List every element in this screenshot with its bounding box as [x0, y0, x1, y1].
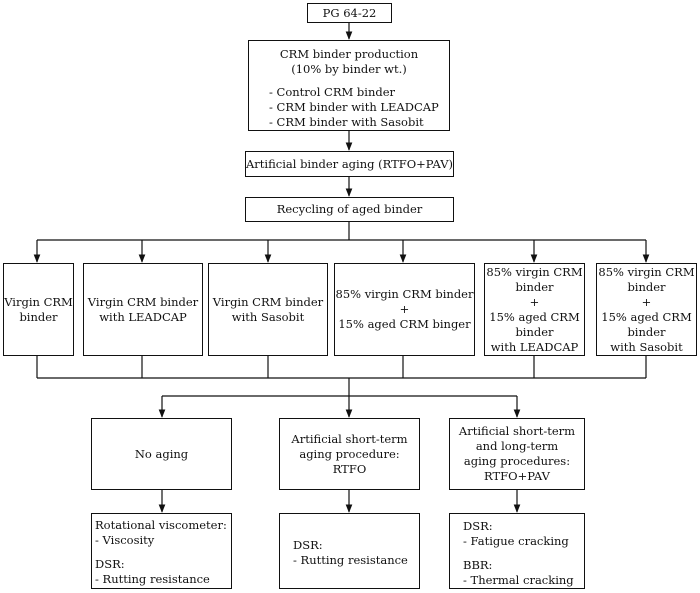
test-rutting-item: - Rutting resistance	[293, 553, 408, 567]
recycling-box: Recycling of aged binder	[245, 197, 454, 222]
binder-4-line-3: 15% aged CRM binger	[338, 317, 471, 331]
binder-3-line-2: with Sasobit	[231, 309, 305, 324]
condition-box-short-term: Artificial short-term aging procedure: R…	[279, 418, 420, 490]
production-item-control: - Control CRM binder	[269, 85, 396, 99]
condition-box-no-aging: No aging	[91, 418, 232, 490]
test-fatigue-item: - Fatigue cracking	[463, 534, 569, 548]
binder-5-line-6: with LEADCAP	[490, 339, 579, 354]
test-viscosity-item: - Viscosity	[95, 533, 155, 547]
binder-5-line-1: 85% virgin CRM	[486, 264, 583, 279]
binder-6-line-1: 85% virgin CRM	[598, 264, 695, 279]
condition-2-line-2: aging procedure:	[299, 446, 400, 461]
binder-6-line-3: +	[641, 294, 652, 309]
binder-4-line-1: 85% virgin CRM binder	[335, 287, 474, 301]
condition-3-line-4: RTFO+PAV	[484, 469, 550, 483]
binder-5-line-5: binder	[515, 324, 554, 339]
production-box: CRM binder production (10% by binder wt.…	[248, 40, 450, 131]
recycling-label: Recycling of aged binder	[276, 202, 423, 216]
condition-1-line-1: No aging	[134, 446, 189, 461]
tests-box-short-term: DSR: - Rutting resistance	[279, 513, 420, 589]
test-dsr-heading: DSR:	[463, 519, 493, 533]
tests-box-long-term: DSR: - Fatigue cracking BBR: - Thermal c…	[449, 513, 585, 589]
binder-aging-label: Artificial binder aging (RTFO+PAV)	[245, 156, 454, 171]
binder-3-line-1: Virgin CRM binder	[212, 294, 324, 309]
binder-1-line-1: Virgin CRM	[4, 294, 73, 309]
binder-2-line-2: with LEADCAP	[99, 309, 187, 324]
test-dsr-heading: DSR:	[95, 557, 125, 571]
binder-5-line-2: binder	[515, 279, 554, 294]
binder-1-line-2: binder	[19, 309, 58, 324]
binder-box-blend-sasobit: 85% virgin CRM binder + 15% aged CRM bin…	[596, 263, 697, 356]
production-item-sasobit: - CRM binder with Sasobit	[269, 115, 424, 129]
binder-box-blend-leadcap: 85% virgin CRM binder + 15% aged CRM bin…	[484, 263, 585, 356]
condition-3-line-1: Artificial short-term	[458, 424, 576, 438]
binder-6-line-6: with Sasobit	[610, 339, 683, 354]
test-bbr-heading: BBR:	[463, 558, 493, 572]
grade-box: PG 64-22	[307, 3, 392, 23]
tests-box-no-aging: Rotational viscometer: - Viscosity DSR: …	[91, 513, 232, 589]
binder-6-line-2: binder	[627, 279, 666, 294]
binder-6-line-5: binder	[627, 324, 666, 339]
binder-6-line-4: 15% aged CRM	[601, 309, 692, 324]
binder-box-blend-control: 85% virgin CRM binder + 15% aged CRM bin…	[334, 263, 475, 356]
condition-3-line-3: aging procedures:	[463, 454, 571, 468]
condition-box-long-term: Artificial short-term and long-term agin…	[449, 418, 585, 490]
binder-aging-box: Artificial binder aging (RTFO+PAV)	[245, 151, 454, 177]
test-thermal-item: - Thermal cracking	[463, 573, 574, 587]
test-rutting-item: - Rutting resistance	[95, 572, 210, 586]
condition-2-line-3: RTFO	[332, 461, 367, 476]
condition-3-line-2: and long-term	[475, 439, 559, 453]
condition-2-line-1: Artificial short-term	[291, 431, 408, 446]
binder-box-virgin: Virgin CRM binder	[3, 263, 74, 356]
binder-box-virgin-sasobit: Virgin CRM binder with Sasobit	[208, 263, 328, 356]
binder-5-line-3: +	[529, 294, 540, 309]
grade-label: PG 64-22	[322, 5, 377, 20]
binder-4-line-2: +	[399, 302, 410, 316]
production-title-line-1: CRM binder production	[279, 47, 419, 61]
test-dsr-heading: DSR:	[293, 538, 323, 552]
binder-box-virgin-leadcap: Virgin CRM binder with LEADCAP	[83, 263, 203, 356]
binder-2-line-1: Virgin CRM binder	[87, 294, 199, 309]
production-item-leadcap: - CRM binder with LEADCAP	[269, 100, 439, 114]
test-viscometer-heading: Rotational viscometer:	[95, 518, 227, 532]
binder-5-line-4: 15% aged CRM	[489, 309, 580, 324]
production-title-line-2: (10% by binder wt.)	[291, 62, 407, 76]
